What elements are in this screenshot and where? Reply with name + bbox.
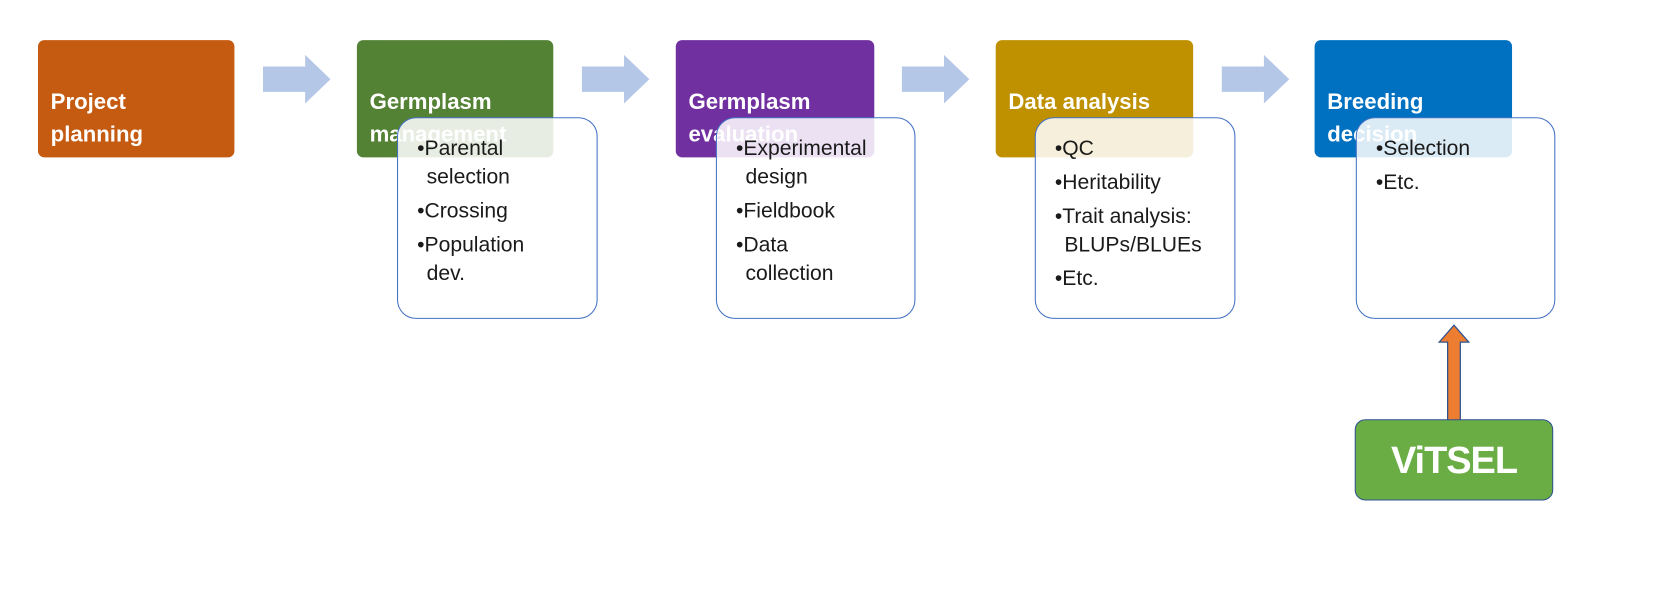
details-germplasm-evaluation: Experimental design Fieldbook Data colle… <box>715 117 916 319</box>
detail-item: Fieldbook <box>736 197 906 226</box>
vitsel-tool-box: ViTSEL <box>1354 419 1554 501</box>
detail-item: Parental selection <box>417 135 588 192</box>
step-data-analysis-label: Data analysis <box>1008 89 1151 115</box>
detail-item: QC <box>1055 135 1226 164</box>
up-arrow <box>1437 324 1471 421</box>
details-breeding-decision: Selection Etc. <box>1355 117 1556 319</box>
step-project-planning-label: Project planning <box>50 89 144 147</box>
step-data-analysis: Data analysis <box>995 40 1194 158</box>
detail-item: Data collection <box>736 231 906 288</box>
step-project-planning: Project planning <box>38 40 235 158</box>
detail-item: Heritability <box>1055 169 1226 198</box>
flow-arrow-2 <box>581 54 650 104</box>
detail-item: Population dev. <box>417 231 588 288</box>
detail-item: Etc. <box>1055 265 1226 294</box>
flow-arrow-1 <box>262 54 331 104</box>
detail-item: Selection <box>1376 135 1546 164</box>
details-data-analysis: QC Heritability Trait analysis: BLUPs/BL… <box>1034 117 1236 319</box>
flow-arrow-4 <box>1221 54 1290 104</box>
vitsel-label: ViTSEL <box>1390 437 1518 481</box>
detail-item: Experimental design <box>736 135 906 192</box>
flow-arrow-3 <box>901 54 970 104</box>
details-germplasm-management: Parental selection Crossing Population d… <box>397 117 598 319</box>
detail-item: Trait analysis: BLUPs/BLUEs <box>1055 203 1226 260</box>
detail-item: Etc. <box>1376 169 1546 198</box>
detail-item: Crossing <box>417 197 588 226</box>
